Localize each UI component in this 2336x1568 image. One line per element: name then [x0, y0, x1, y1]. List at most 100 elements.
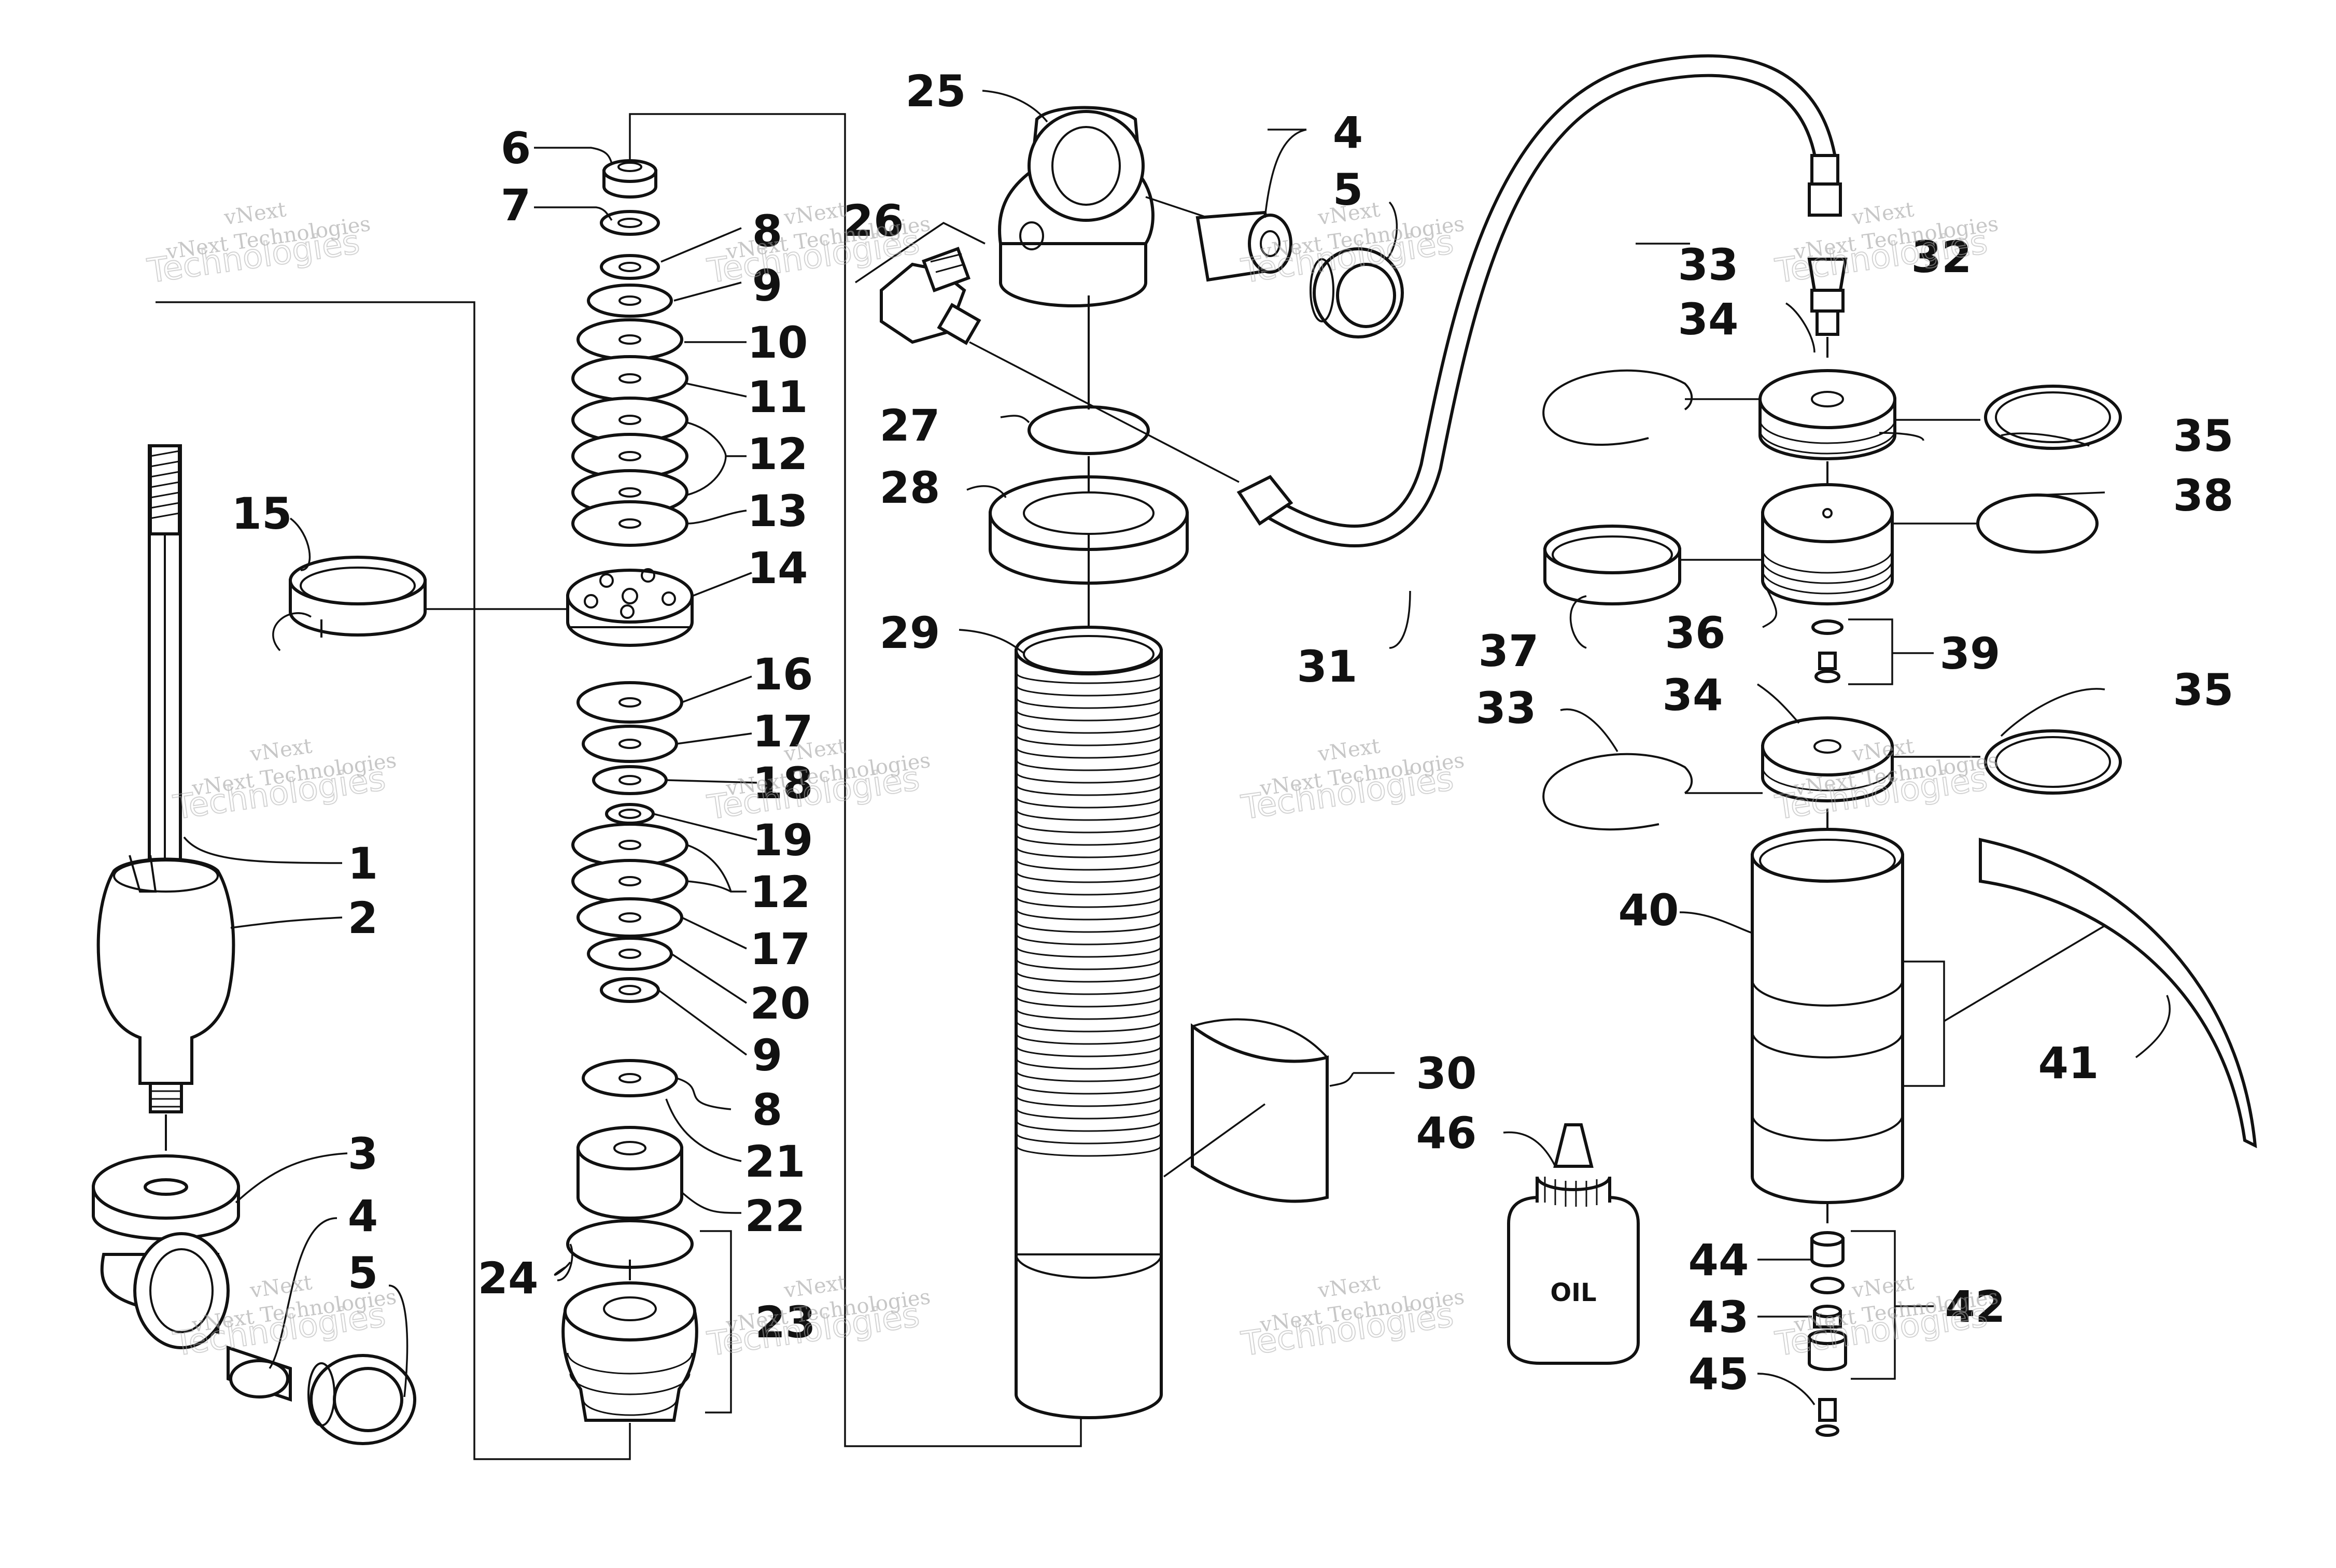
callout-8-lower: 8	[752, 1084, 782, 1135]
callout-21: 21	[745, 1136, 806, 1187]
group-brackets	[156, 113, 1082, 1460]
leader-lines	[183, 90, 2171, 1405]
lower-bushing	[227, 1345, 292, 1402]
watermark-1: vNext vNext Technologies Technologies	[145, 197, 372, 291]
callout-37: 37	[1479, 626, 1539, 676]
callout-25: 25	[906, 66, 966, 117]
callout-10: 10	[748, 317, 808, 368]
callout-32: 32	[1911, 232, 1972, 282]
callout-12: 12	[748, 429, 808, 479]
callout-15: 15	[232, 488, 292, 539]
callout-4: 4	[348, 1191, 378, 1241]
callout-34: 34	[1678, 294, 1739, 345]
bumper-cup	[576, 1126, 683, 1220]
reservoir-heat-shield	[1979, 838, 2257, 1149]
upper-bushing	[1145, 196, 1292, 282]
callout-16: 16	[753, 649, 813, 700]
body-o-ring	[1028, 405, 1150, 455]
callout-33: 33	[1678, 239, 1739, 290]
compression-shim-stack	[571, 681, 688, 1097]
callout-23: 23	[755, 1297, 816, 1348]
callout-19: 19	[753, 815, 813, 866]
callout-24: 24	[478, 1253, 539, 1304]
callout-39: 39	[1940, 628, 2001, 679]
callout-labels: 1 2 3 4 5 6 7 8 9 10 11 12 13 14 15 16 1…	[232, 66, 2234, 1400]
lower-dust-seal	[307, 1354, 416, 1445]
callout-45: 45	[1688, 1349, 1749, 1400]
callout-17: 17	[753, 706, 813, 757]
callout-2: 2	[348, 893, 378, 943]
callout-31: 31	[1297, 641, 1358, 692]
callout-30: 30	[1416, 1048, 1477, 1099]
callout-28: 28	[880, 462, 940, 513]
watermark-7: vNext vNext Technologies Technologies	[1239, 734, 1466, 828]
snap-ring-upper	[1542, 369, 1693, 446]
callout-9: 9	[752, 260, 782, 311]
upper-eye-mount	[998, 106, 1155, 307]
callout-40: 40	[1619, 885, 1679, 936]
reservoir-end-cap-upper	[1758, 369, 1896, 460]
callout-27: 27	[880, 400, 940, 451]
reservoir-body	[1751, 828, 1904, 1204]
bracket-40-41	[1903, 960, 1945, 1087]
watermark-12: vNext vNext Technologies Technologies	[1772, 1270, 2000, 1364]
callout-26: 26	[843, 195, 904, 246]
callout-35: 35	[2173, 411, 2234, 461]
schrader-valve	[1807, 258, 1848, 358]
callout-46: 46	[1416, 1108, 1477, 1159]
bump-stop	[96, 855, 235, 1113]
piston-valve-stack	[561, 159, 698, 1422]
callout-3: 3	[348, 1128, 378, 1179]
threaded-body-tube	[1015, 626, 1163, 1419]
bleed-screw-set	[1811, 619, 1844, 683]
hose-elbow-fitting	[880, 246, 981, 345]
bracket-26	[855, 221, 986, 284]
watermark-6: vNext vNext Technologies Technologies	[705, 734, 932, 828]
callout-44: 44	[1688, 1235, 1749, 1286]
callout-12-lower: 12	[750, 867, 811, 917]
callout-42: 42	[1945, 1281, 2006, 1332]
callout-13: 13	[748, 486, 808, 536]
callout-38: 38	[2173, 470, 2234, 521]
callout-1: 1	[348, 838, 378, 889]
callout-4-upper: 4	[1333, 107, 1363, 158]
seal-head	[561, 1281, 698, 1422]
callout-5: 5	[348, 1248, 378, 1298]
callout-22: 22	[745, 1191, 806, 1241]
callout-14: 14	[748, 543, 808, 594]
cap-seal-lower	[1984, 729, 2122, 795]
compression-valve-body	[1810, 1231, 1845, 1267]
piston-shaft	[148, 444, 182, 872]
bracket-39	[1848, 618, 1893, 685]
callout-34-lower: 34	[1663, 670, 1723, 721]
bottom-washer	[92, 1154, 240, 1240]
oil-bottle: OIL	[1507, 1123, 1640, 1365]
callout-17-lower: 17	[750, 924, 811, 974]
callout-35-lower: 35	[2173, 665, 2234, 715]
adjuster-valve	[1808, 1305, 1847, 1437]
callout-29: 29	[880, 608, 940, 658]
piston-o-ring	[1976, 493, 2099, 554]
piston	[566, 568, 694, 647]
bracket-42	[1851, 1230, 1896, 1380]
callout-33-lower: 33	[1476, 683, 1537, 733]
upper-dust-seal	[1310, 247, 1404, 338]
lower-eye-mount	[100, 1232, 230, 1349]
callout-8: 8	[752, 206, 782, 257]
tube-heat-shield	[1163, 1018, 1329, 1203]
watermark-5: vNext vNext Technologies Technologies	[171, 734, 398, 828]
callout-41: 41	[2038, 1038, 2099, 1089]
piston-band	[289, 556, 427, 638]
snap-ring-lower	[1542, 753, 1693, 831]
reservoir-end-cap-lower	[1761, 716, 1894, 802]
valve-o-ring	[1810, 1277, 1845, 1294]
reservoir-assembly	[1542, 369, 2257, 1437]
callout-7: 7	[501, 180, 531, 231]
bracket-23-24	[700, 1230, 732, 1414]
callout-43: 43	[1688, 1292, 1749, 1343]
callout-11: 11	[748, 372, 808, 422]
ifp-floating-piston	[1761, 483, 1894, 605]
watermark-11: vNext vNext Technologies Technologies	[1239, 1270, 1466, 1364]
callout-20: 20	[750, 978, 811, 1029]
